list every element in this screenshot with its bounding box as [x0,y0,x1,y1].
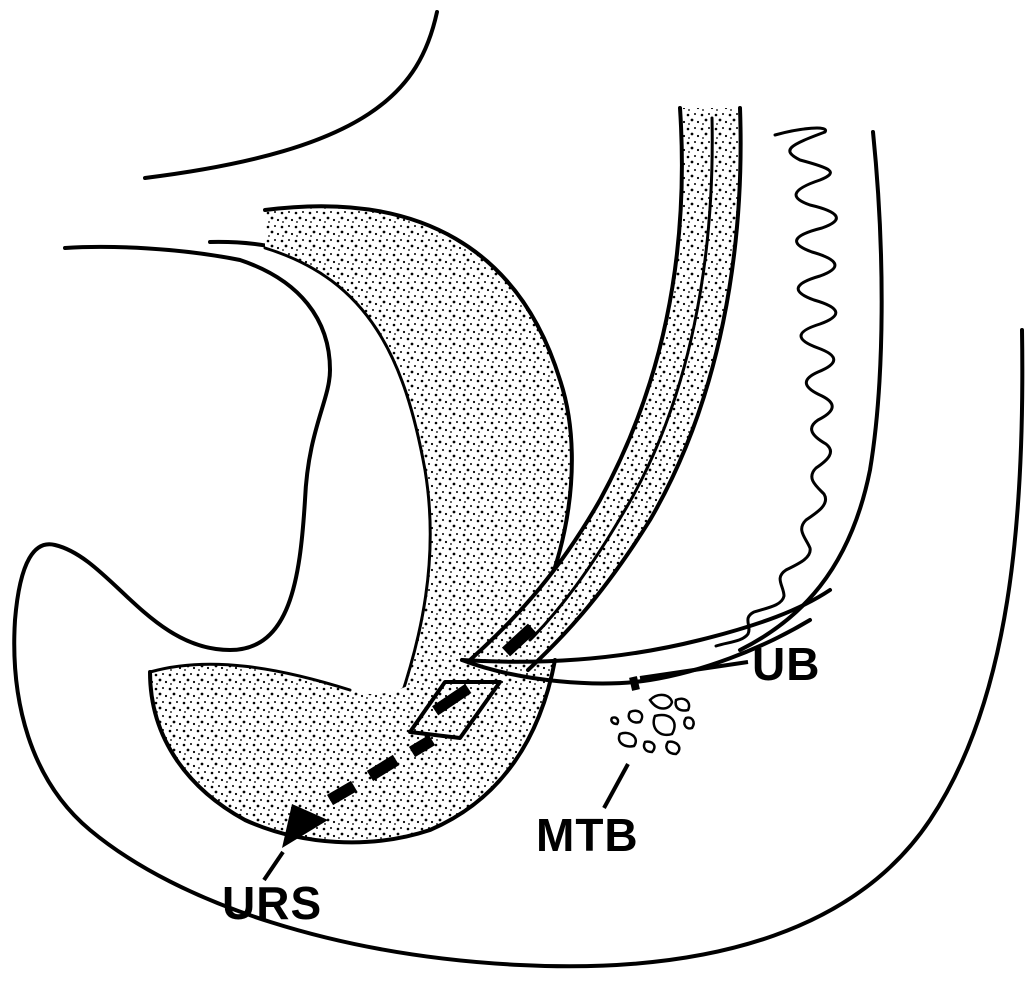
label-mtb: MTB [536,812,639,858]
mtb-leader-line [604,764,628,808]
urs-leader-line [264,852,283,880]
ub-leader-line [640,662,748,678]
mtb-stone-cluster [611,695,693,754]
stippled-wall-lower [150,650,555,843]
top-arch-outline [145,12,437,178]
label-ub: UB [752,641,820,687]
label-urs: URS [222,880,322,926]
ub-marker [633,677,636,690]
